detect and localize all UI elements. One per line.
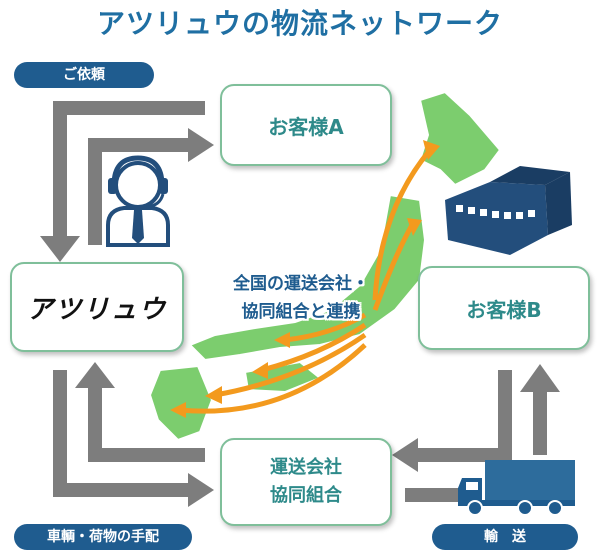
orange-head-kyushu (170, 402, 186, 418)
transport-return-arrow (415, 370, 512, 462)
transport-label: 輸 送 (432, 524, 578, 550)
vehicle-cargo-arrangement-label: 車輌・荷物の手配 (14, 524, 192, 550)
atsuryu-logo-text: アツリュウ (26, 294, 167, 325)
arrowhead-left-coop (392, 438, 418, 472)
customer-b-label: お客様B (466, 297, 542, 322)
orange-head-kansai (252, 362, 268, 379)
orange-head-central (274, 332, 290, 348)
orange-head-shikoku (205, 386, 222, 404)
customer-a-box: お客様A (220, 84, 392, 166)
arrowhead-right-a (188, 128, 214, 162)
link-central (284, 312, 367, 343)
atsuryu-company-box: アツリュウ (10, 262, 184, 352)
warehouse-icon (445, 166, 572, 255)
callout-line-1: 全国の運送会社・ (233, 274, 369, 294)
arrowhead-up-left (75, 362, 115, 388)
link-kanto (372, 223, 415, 311)
arrowhead-right-coop (188, 473, 214, 507)
arrowhead-down-left (40, 236, 80, 262)
truck-icon (458, 460, 575, 516)
customer-b-box: お客様B (418, 266, 590, 350)
order-flow-arrow (88, 138, 190, 245)
customer-a-label: お客様A (268, 114, 344, 139)
cooperative-line-2: 協同組合 (270, 485, 342, 506)
link-shikoku (214, 332, 367, 398)
link-kansai (261, 322, 367, 373)
cooperative-line-1: 運送会社 (270, 457, 342, 478)
orange-arrowheads (170, 140, 440, 418)
hokkaido-shape (418, 90, 502, 187)
kyushu-shape (148, 364, 214, 442)
page-title: アツリュウの物流ネットワーク (96, 7, 503, 40)
orange-head-kanto (407, 218, 422, 236)
orange-head-north (423, 140, 440, 160)
arrowhead-up-b (520, 364, 560, 392)
dispatch-flow-arrow (53, 370, 190, 497)
request-label: ご依頼 (14, 62, 154, 88)
transport-cooperative-box: 運送会社 協同組合 (220, 438, 392, 526)
nationwide-partnership-callout: 全国の運送会社・ 協同組合と連携 (196, 270, 406, 326)
request-flow-arrow (53, 101, 205, 238)
japan-map (148, 90, 502, 442)
link-kyushu (179, 343, 367, 414)
callout-line-2: 協同組合と連携 (241, 302, 361, 322)
operator-headset-icon (106, 155, 170, 247)
link-north (372, 148, 432, 301)
gray-arrowheads (40, 128, 560, 507)
gray-flow-arrows (53, 101, 547, 502)
orange-link-arrows (179, 148, 432, 414)
report-flow-arrow (88, 385, 205, 462)
